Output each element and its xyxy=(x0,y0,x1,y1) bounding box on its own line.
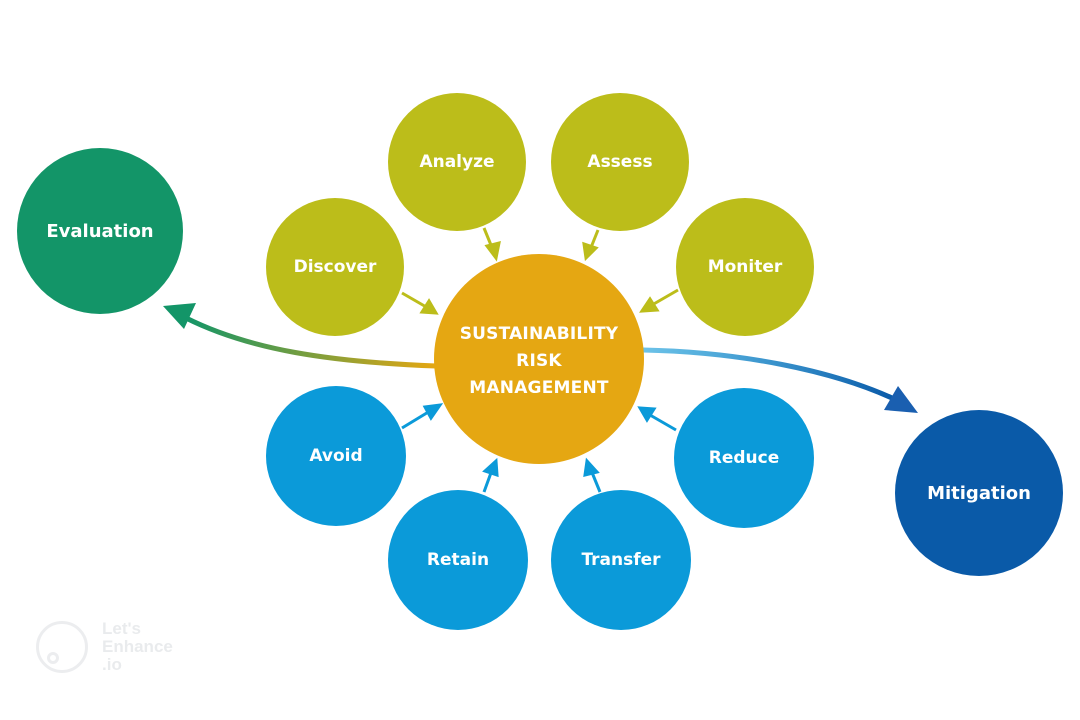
connector-reduce xyxy=(649,413,677,432)
node-retain-label: Retain xyxy=(426,550,490,570)
connector-monitor xyxy=(651,288,679,307)
connector-avoid-head xyxy=(422,403,444,421)
node-transfer-label: Transfer xyxy=(581,550,661,570)
connector-discover xyxy=(401,291,429,310)
node-reduce: Reduce xyxy=(674,388,814,528)
node-mitigation-label: Mitigation xyxy=(927,482,1031,504)
node-reduce-label: Reduce xyxy=(708,448,780,468)
node-discover-label: Discover xyxy=(293,257,377,277)
connector-assess-head xyxy=(582,241,599,262)
arrowhead-mitigation xyxy=(884,386,918,413)
node-evaluation-label: Evaluation xyxy=(46,220,154,242)
connector-avoid xyxy=(401,409,431,430)
node-discover: Discover xyxy=(266,198,404,336)
node-assess: Assess xyxy=(551,93,689,231)
node-evaluation: Evaluation xyxy=(17,148,183,314)
node-retain: Retain xyxy=(388,490,528,630)
watermark-logo-icon xyxy=(36,621,88,673)
node-mitigation: Mitigation xyxy=(895,410,1063,576)
watermark-text: Let's Enhance .io xyxy=(102,619,173,674)
connector-transfer-head xyxy=(583,457,600,477)
connector-reduce-head xyxy=(637,406,657,423)
node-center: SUSTAINABILITY RISK MANAGEMENT xyxy=(434,254,644,464)
watermark: Let's Enhance .io xyxy=(36,620,173,674)
arrow-to-mitigation xyxy=(642,347,894,401)
connector-retain-head xyxy=(482,457,499,478)
connector-monitor-head xyxy=(639,296,660,313)
node-monitor: Moniter xyxy=(676,198,814,336)
connector-discover-head xyxy=(419,298,439,315)
connector-analyze-head xyxy=(484,240,501,262)
node-monitor-label: Moniter xyxy=(707,257,783,277)
node-avoid-label: Avoid xyxy=(309,446,363,466)
arrowhead-evaluation xyxy=(163,303,196,329)
arrow-to-evaluation xyxy=(184,315,437,369)
node-assess-label: Assess xyxy=(587,152,653,172)
node-analyze-label: Analyze xyxy=(419,152,495,172)
node-avoid: Avoid xyxy=(266,386,406,526)
node-transfer: Transfer xyxy=(551,490,691,630)
node-analyze: Analyze xyxy=(388,93,526,231)
node-center-label: SUSTAINABILITY RISK MANAGEMENT xyxy=(459,323,619,398)
